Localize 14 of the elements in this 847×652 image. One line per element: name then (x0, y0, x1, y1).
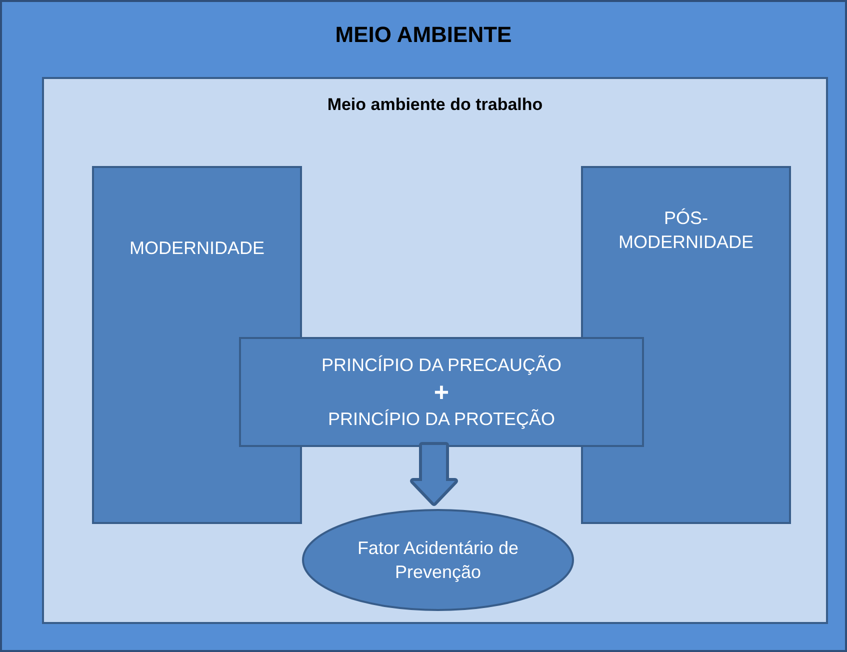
result-ellipse (302, 509, 574, 611)
box-label: MODERNIDADE (129, 237, 264, 260)
column-box (581, 166, 791, 524)
box-label: PÓS-MODERNIDADE (617, 207, 754, 254)
panel-title: Meio ambiente do trabalho (327, 95, 543, 115)
process-box (239, 337, 644, 447)
column-box (92, 166, 302, 524)
block-arrow (410, 442, 458, 506)
plus-sign: + (434, 379, 450, 405)
inner-panel (42, 77, 828, 624)
panel-title: MEIO AMBIENTE (335, 22, 512, 48)
box-label: PRINCÍPIO DA PROTEÇÃO (328, 408, 556, 431)
ellipse-label: Fator Acidentário de Prevenção (356, 536, 520, 584)
box-label: PRINCÍPIO DA PRECAUÇÃO (321, 354, 562, 377)
